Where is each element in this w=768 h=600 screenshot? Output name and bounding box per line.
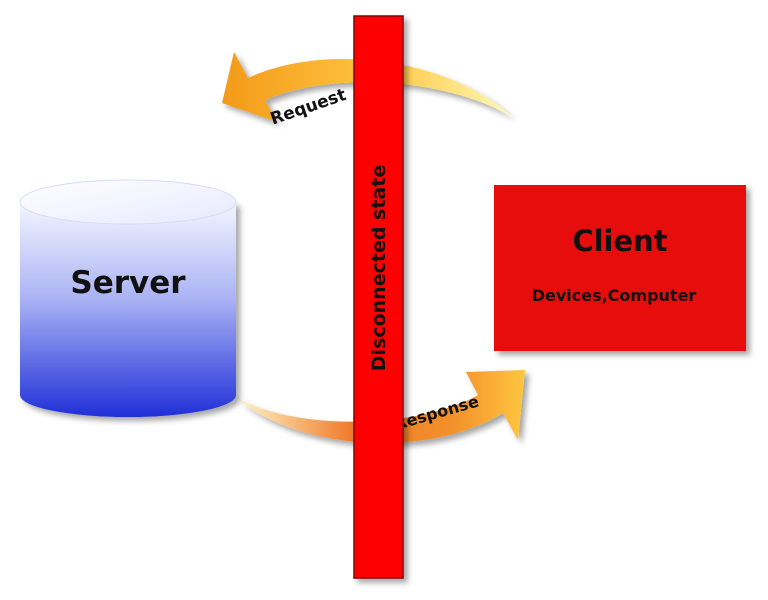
client-subtitle: Devices,Computer [532, 286, 697, 305]
divider-label: Disconnected state [368, 165, 390, 371]
server-body [20, 202, 236, 417]
server-label: Server [70, 265, 186, 301]
server-cylinder: Server [19, 179, 237, 417]
client-title: Client [572, 224, 667, 258]
divider-bar [353, 15, 404, 579]
disconnected-divider: Disconnected state [353, 15, 404, 579]
server-top [19, 179, 237, 225]
client-rect [494, 185, 746, 351]
request-arrow-shape [222, 52, 512, 122]
response-arrow-shape [237, 370, 525, 444]
client-box: Client Devices,Computer [494, 185, 746, 351]
